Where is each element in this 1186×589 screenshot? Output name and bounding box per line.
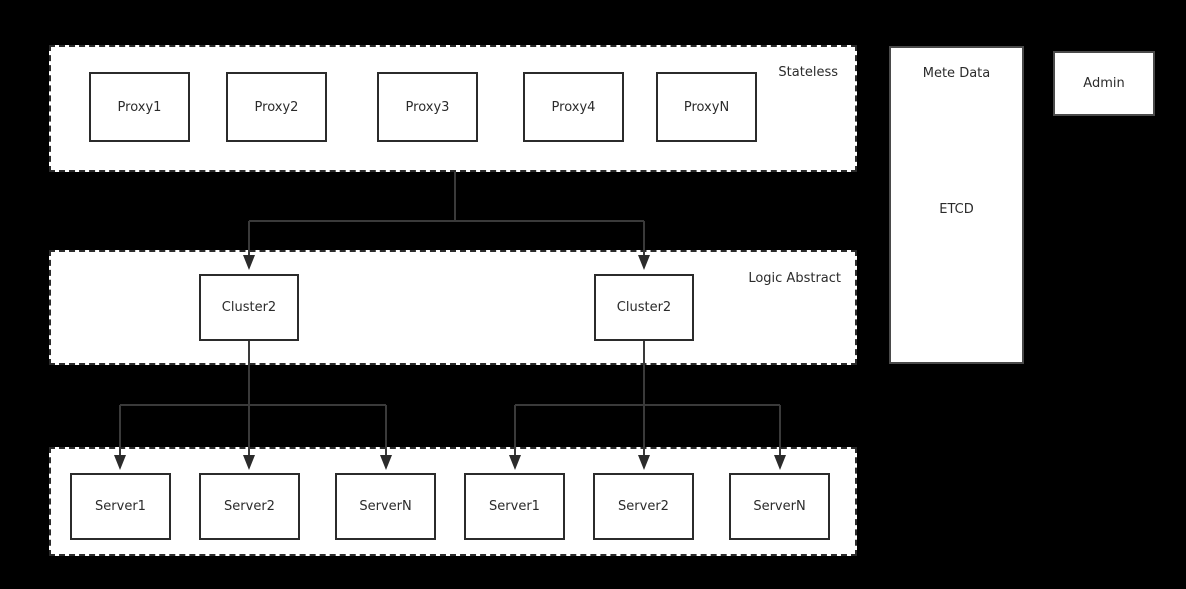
node-server2-left[interactable]: Server2 [199,473,300,540]
layer-stateless-label: Stateless [778,65,838,80]
node-proxy4[interactable]: Proxy4 [523,72,624,142]
node-server1-right[interactable]: Server1 [464,473,565,540]
node-admin[interactable]: Admin [1053,51,1155,116]
layer-logic-abstract [49,250,857,365]
node-servern-left[interactable]: ServerN [335,473,436,540]
panel-metadata-body: ETCD [939,202,974,217]
panel-metadata-etcd[interactable]: Mete Data ETCD [889,46,1024,364]
node-proxy1[interactable]: Proxy1 [89,72,190,142]
layer-logic-abstract-label: Logic Abstract [748,271,841,286]
panel-metadata-title: Mete Data [922,66,991,81]
node-server2-right[interactable]: Server2 [593,473,694,540]
node-cluster-right[interactable]: Cluster2 [594,274,694,341]
node-server1-left[interactable]: Server1 [70,473,171,540]
node-proxy3[interactable]: Proxy3 [377,72,478,142]
node-servern-right[interactable]: ServerN [729,473,830,540]
node-proxyn[interactable]: ProxyN [656,72,757,142]
node-cluster-left[interactable]: Cluster2 [199,274,299,341]
layer-servers [49,447,857,556]
node-proxy2[interactable]: Proxy2 [226,72,327,142]
